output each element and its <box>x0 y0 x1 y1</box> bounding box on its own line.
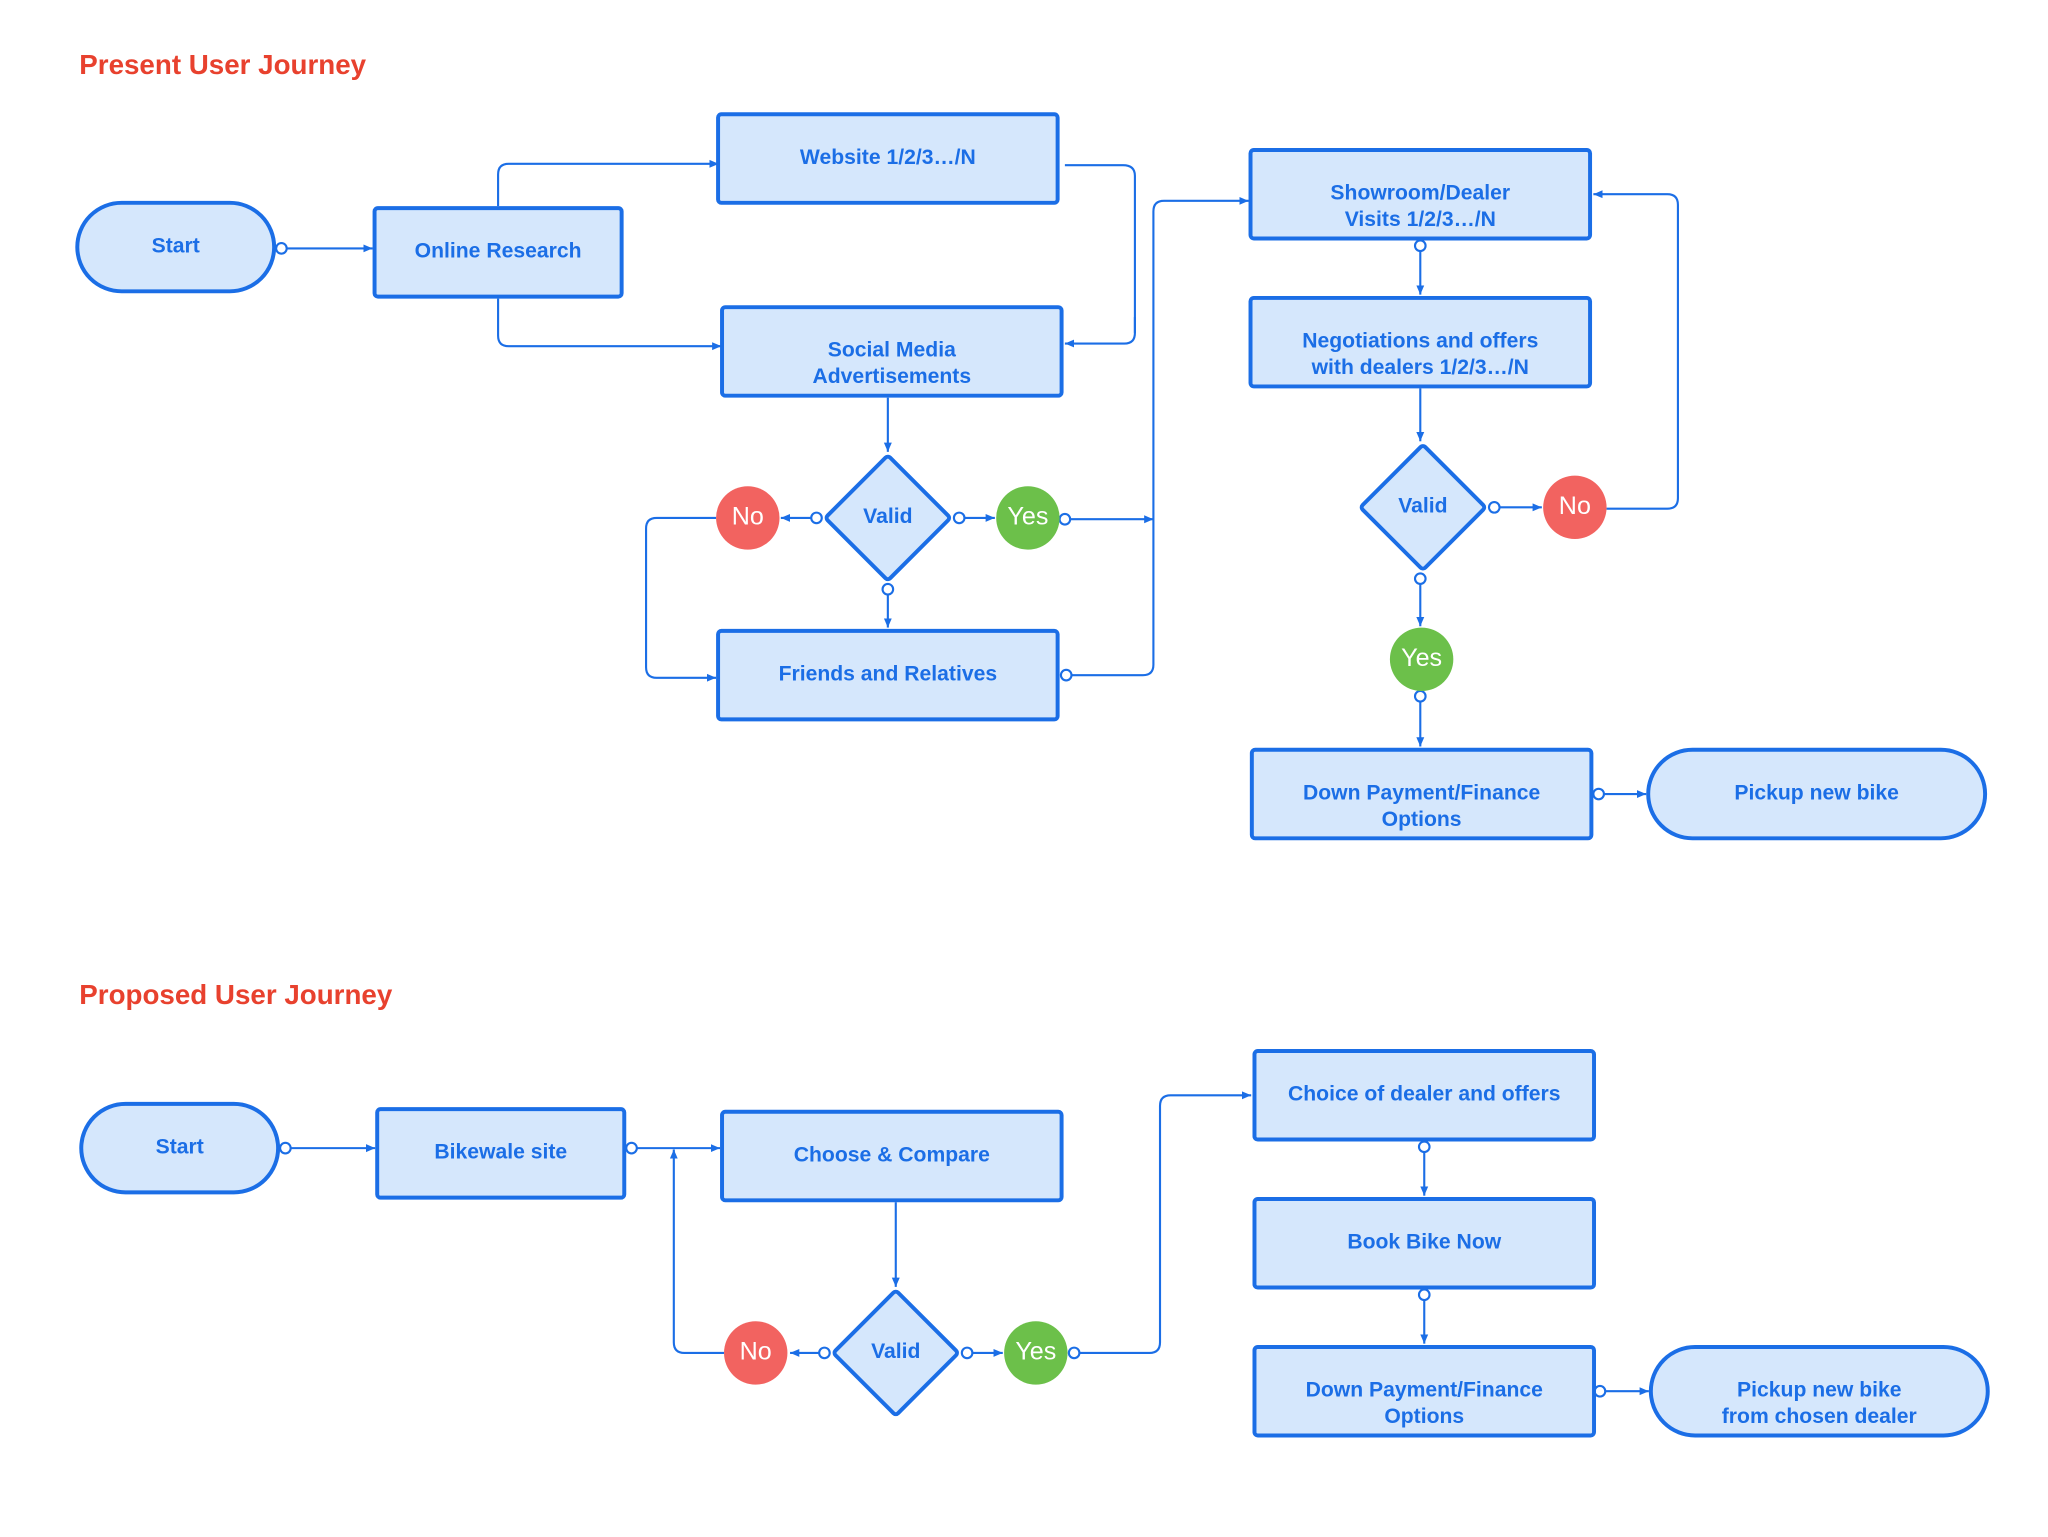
connector-yes-choice <box>1074 1091 1252 1354</box>
present-website-node: Website 1/2/3…/N <box>716 112 1060 205</box>
connector-dot <box>625 1141 638 1155</box>
connector-research-website <box>497 159 719 207</box>
proposed-choice-dealer-node: Choice of dealer and offers <box>1252 1049 1597 1142</box>
present-friends-node: Friends and Relatives <box>716 628 1060 722</box>
connector-dot <box>279 1141 292 1155</box>
connector-loop-website-social <box>1064 164 1136 348</box>
connector-dot <box>1593 1384 1607 1398</box>
present-online-research-node: Online Research <box>372 206 624 299</box>
proposed-choose-compare-node: Choose & Compare <box>720 1109 1064 1203</box>
present-journey-title: Present User Journey <box>79 50 367 81</box>
proposed-book-bike-node: Book Bike Now <box>1252 1197 1597 1290</box>
proposed-pickup-node: Pickup new bike from chosen dealer <box>1648 1344 1990 1438</box>
present-social-media-node: Social Media Advertisements <box>720 305 1064 398</box>
connector-dot <box>1059 668 1073 682</box>
present-no-badge-2: No <box>1543 475 1607 540</box>
decision-label: Valid <box>863 506 913 529</box>
present-valid-decision: Valid <box>822 452 954 584</box>
connector-no2-showroom <box>1593 190 1679 510</box>
proposed-journey-title: Proposed User Journey <box>79 980 393 1011</box>
connector-dot <box>1417 1288 1431 1302</box>
connector-dot <box>952 511 966 525</box>
present-yes-badge-2: Yes <box>1389 627 1454 691</box>
present-showroom-node: Showroom/Dealer Visits 1/2/3…/N <box>1248 147 1593 241</box>
connector-dot <box>1067 1346 1081 1360</box>
connector-dot <box>1487 500 1501 514</box>
proposed-yes-badge: Yes <box>1004 1321 1068 1385</box>
proposed-no-badge: No <box>724 1321 788 1385</box>
present-no-badge: No <box>716 486 780 550</box>
decision-label: Valid <box>1398 495 1448 518</box>
connector-dot <box>960 1346 974 1360</box>
present-down-payment-node: Down Payment/Finance Options <box>1249 747 1594 841</box>
present-valid-decision-2: Valid <box>1357 441 1489 573</box>
proposed-down-payment-node: Down Payment/Finance Options <box>1252 1344 1597 1438</box>
connector-dot <box>1413 239 1427 253</box>
present-pickup-node: Pickup new bike <box>1646 747 1988 841</box>
present-start-node: Start <box>75 200 277 294</box>
connector-dot <box>1592 787 1605 801</box>
connector-no-loop <box>669 1149 725 1354</box>
connector-dot <box>1413 572 1427 586</box>
proposed-start-node: Start <box>79 1101 281 1195</box>
connector-dot <box>1058 512 1072 526</box>
connector-research-social <box>497 298 722 351</box>
proposed-valid-decision: Valid <box>830 1287 962 1419</box>
connector-dot <box>1413 689 1427 703</box>
connector-dot <box>810 511 823 525</box>
connector-dot <box>818 1346 831 1360</box>
connector-dot <box>275 242 288 255</box>
connector-dot <box>881 582 895 596</box>
connector-dot <box>1417 1140 1431 1154</box>
proposed-bikewale-node: Bikewale site <box>375 1107 627 1200</box>
decision-label: Valid <box>871 1341 921 1364</box>
present-negotiations-node: Negotiations and offers with dealers 1/2… <box>1248 295 1593 389</box>
present-yes-badge: Yes <box>996 486 1060 550</box>
connector-no-friends <box>645 516 717 682</box>
connector-friends-showroom <box>1066 196 1249 677</box>
